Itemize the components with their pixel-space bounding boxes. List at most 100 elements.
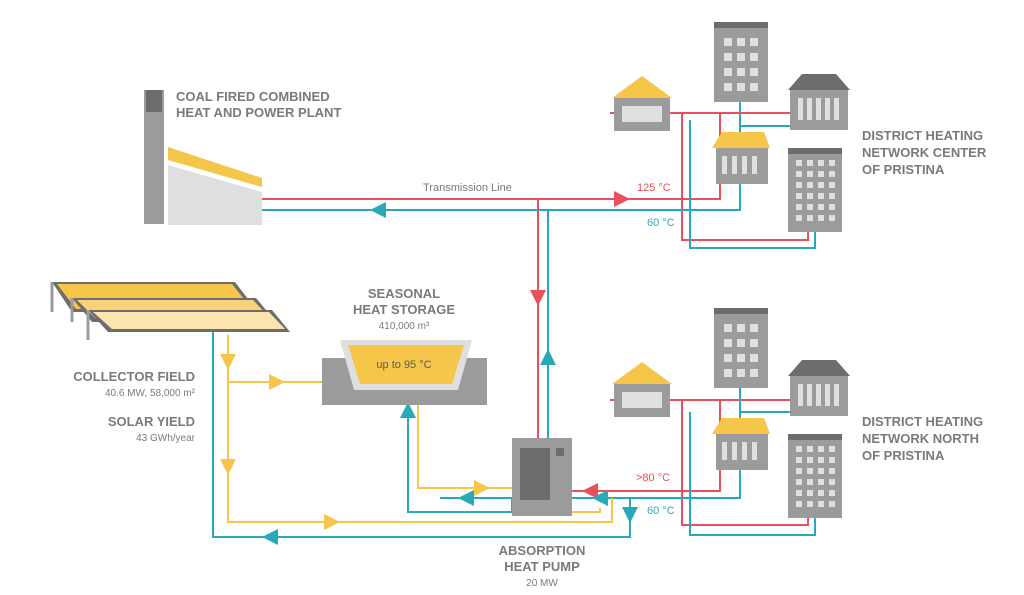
- heat-pump-title-line2: HEAT PUMP: [504, 559, 580, 574]
- window: [829, 160, 835, 166]
- window: [818, 193, 824, 199]
- window: [818, 479, 824, 485]
- window: [807, 490, 813, 496]
- window: [829, 171, 835, 177]
- window: [798, 384, 803, 406]
- window: [829, 501, 835, 507]
- window: [818, 160, 824, 166]
- window: [737, 354, 745, 362]
- window: [724, 324, 732, 332]
- storage-title-line1: SEASONAL: [368, 286, 440, 301]
- center-network-line2: NETWORK CENTER: [862, 145, 987, 160]
- window: [818, 457, 824, 463]
- transmission-line: [262, 191, 665, 218]
- house-icon: [612, 76, 672, 131]
- building-windows: [722, 38, 839, 507]
- solar-yield-title: SOLAR YIELD: [108, 414, 195, 429]
- window: [829, 457, 835, 463]
- storage-title-line2: HEAT STORAGE: [353, 302, 455, 317]
- window: [816, 384, 821, 406]
- power-plant-icon: [144, 90, 262, 225]
- window: [752, 442, 757, 460]
- window: [829, 182, 835, 188]
- window: [807, 446, 813, 452]
- window: [825, 98, 830, 120]
- window: [724, 38, 732, 46]
- window: [818, 182, 824, 188]
- window: [829, 204, 835, 210]
- window: [807, 204, 813, 210]
- storage-temperature: up to 95 °C: [376, 359, 431, 371]
- window: [807, 160, 813, 166]
- window: [829, 193, 835, 199]
- window: [834, 98, 839, 120]
- window: [798, 98, 803, 120]
- window: [796, 446, 802, 452]
- window: [724, 339, 732, 347]
- window: [829, 446, 835, 452]
- window: [796, 457, 802, 463]
- heat-pump-icon: [512, 438, 572, 516]
- window: [796, 501, 802, 507]
- window: [732, 442, 737, 460]
- window: [742, 442, 747, 460]
- north-network-line2: NETWORK NORTH: [862, 431, 979, 446]
- window: [750, 68, 758, 76]
- window: [724, 369, 732, 377]
- storage-capacity: 410,000 m³: [379, 321, 430, 332]
- window: [816, 98, 821, 120]
- window: [807, 468, 813, 474]
- window: [737, 38, 745, 46]
- heat-pump-title-line1: ABSORPTION: [499, 543, 586, 558]
- window: [750, 83, 758, 91]
- window: [796, 479, 802, 485]
- window: [750, 354, 758, 362]
- north-network-pipes: [572, 385, 816, 536]
- window: [737, 83, 745, 91]
- center-network-line3: OF PRISTINA: [862, 162, 945, 177]
- collector-title: COLLECTOR FIELD: [73, 369, 195, 384]
- window: [796, 171, 802, 177]
- window: [834, 384, 839, 406]
- window: [818, 215, 824, 221]
- window: [796, 490, 802, 496]
- solar-pipes: [212, 330, 631, 545]
- window: [742, 156, 747, 174]
- window: [796, 193, 802, 199]
- window: [737, 339, 745, 347]
- window: [752, 156, 757, 174]
- window: [818, 490, 824, 496]
- window: [796, 160, 802, 166]
- window: [796, 204, 802, 210]
- heat-pump-feed-pipes: [530, 199, 556, 438]
- window: [825, 384, 830, 406]
- window: [750, 324, 758, 332]
- window: [818, 204, 824, 210]
- window: [796, 182, 802, 188]
- window: [750, 339, 758, 347]
- window: [724, 354, 732, 362]
- window: [750, 38, 758, 46]
- window: [829, 215, 835, 221]
- window: [818, 501, 824, 507]
- window: [796, 468, 802, 474]
- window: [829, 479, 835, 485]
- window: [724, 53, 732, 61]
- solar-yield-value: 43 GWh/year: [136, 433, 196, 444]
- window: [724, 83, 732, 91]
- window: [724, 68, 732, 76]
- window: [722, 156, 727, 174]
- window: [807, 479, 813, 485]
- window: [807, 98, 812, 120]
- north-network-line1: DISTRICT HEATING: [862, 414, 983, 429]
- center-network-line1: DISTRICT HEATING: [862, 128, 983, 143]
- window: [807, 193, 813, 199]
- window: [722, 442, 727, 460]
- window: [732, 156, 737, 174]
- window: [737, 68, 745, 76]
- window: [807, 182, 813, 188]
- window: [750, 53, 758, 61]
- window: [829, 490, 835, 496]
- heat-pump-capacity: 20 MW: [526, 578, 558, 589]
